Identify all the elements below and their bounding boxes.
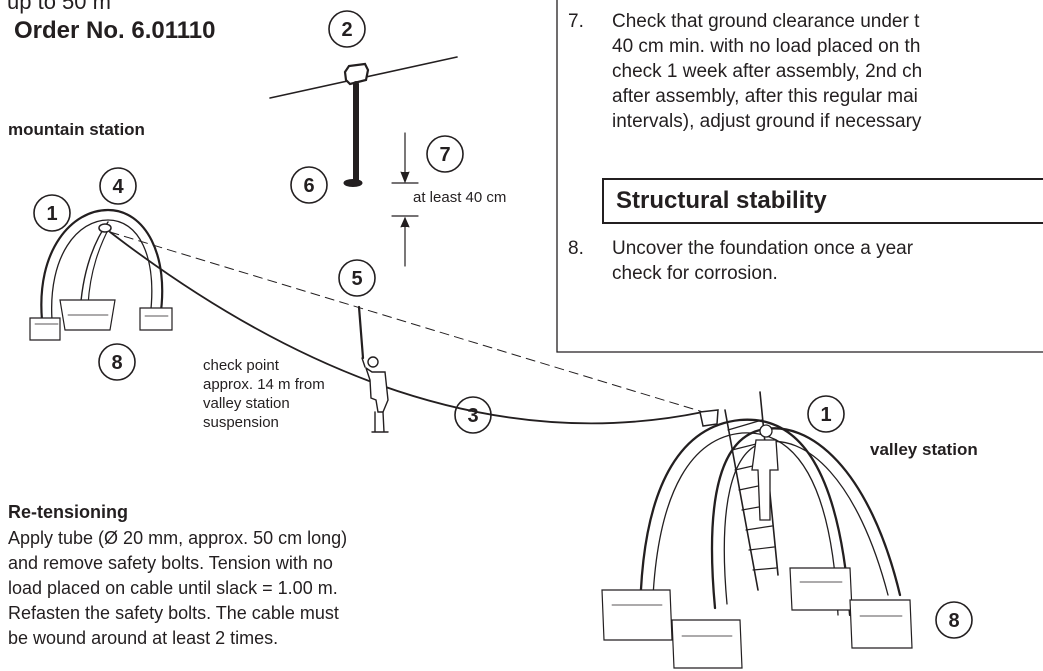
callout-7: 7	[439, 144, 450, 166]
callout-4: 4	[112, 176, 124, 198]
seat-disc-icon	[343, 179, 363, 187]
order-number: Order No. 6.01110	[14, 17, 216, 44]
callout-1a: 1	[46, 203, 57, 225]
retensioning-line: Refasten the safety bolts. The cable mus…	[8, 603, 339, 623]
callout-circle-6	[290, 166, 328, 204]
retensioning-line: load placed on cable until slack = 1.00 …	[8, 578, 338, 598]
callout-8a: 8	[111, 352, 122, 374]
step-7-line: 40 cm min. with no load placed on th	[612, 36, 921, 57]
step-7-line: Check that ground clearance under t	[612, 11, 920, 32]
check-point-line: valley station	[203, 395, 290, 412]
step-7-number: 7.	[568, 11, 584, 32]
check-point-line: suspension	[203, 414, 279, 431]
step-8-text: Uncover the foundation once a year check…	[612, 236, 913, 286]
retensioning-line: be wound around at least 2 times.	[8, 628, 279, 648]
step-8-line: Uncover the foundation once a year	[612, 238, 914, 259]
check-point-line: approx. 14 m from	[203, 376, 325, 393]
callout-circle-4	[99, 167, 137, 205]
callout-5: 5	[351, 268, 362, 290]
callout-2: 2	[341, 19, 352, 41]
step-7-line: intervals), adjust ground if necessary	[612, 111, 922, 132]
main-cable	[109, 231, 704, 425]
trolley-icon	[343, 62, 370, 86]
step-8-line: check for corrosion.	[612, 263, 778, 284]
callout-circle-1a	[33, 194, 71, 232]
step-7-line: after assembly, after this regular mai	[612, 86, 918, 107]
callout-circle-7	[426, 135, 464, 173]
person-icon	[361, 356, 389, 433]
dashed-line	[109, 231, 704, 413]
step-7-line: check 1 week after assembly, 2nd ch	[612, 61, 923, 82]
step-8-number: 8.	[568, 238, 584, 259]
callout-3: 3	[467, 405, 478, 427]
mountain-station-label: mountain station	[8, 120, 145, 139]
callout-1b: 1	[820, 404, 831, 426]
step-7-text: Check that ground clearance under t 40 c…	[612, 9, 922, 134]
callout-circle-1b	[807, 395, 845, 433]
retensioning-line: Apply tube (Ø 20 mm, approx. 50 cm long)	[8, 528, 348, 548]
section-header-box: Structural stability	[602, 178, 1043, 224]
callout-circle-3	[454, 396, 492, 434]
callout-circle-5	[338, 259, 376, 297]
retensioning-line: and remove safety bolts. Tension with no	[8, 553, 333, 573]
valley-station-frame	[601, 391, 913, 669]
check-point-line: check point	[203, 357, 279, 374]
measurement-label: at least 40 cm	[413, 189, 507, 206]
callout-6: 6	[303, 175, 314, 197]
check-rope	[357, 305, 365, 360]
instruction-panel: 7. Check that ground clearance under t 4…	[558, 0, 1043, 352]
check-point-note: check point approx. 14 m from valley sta…	[203, 356, 325, 432]
section-title: Structural stability	[616, 187, 827, 214]
retensioning-title: Re-tensioning	[8, 502, 128, 522]
instruction-panel-border	[556, 0, 1043, 353]
valley-station-label: valley station	[870, 440, 978, 459]
callout-8b: 8	[948, 610, 959, 632]
mountain-station-frame	[29, 208, 173, 341]
callout-circle-8b	[935, 601, 973, 639]
callout-circle-2	[328, 10, 366, 48]
range-fragment: up to 50 m	[7, 0, 111, 14]
callout-circle-8a	[98, 343, 136, 381]
retensioning-section: Re-tensioning Apply tube (Ø 20 mm, appro…	[8, 500, 347, 651]
